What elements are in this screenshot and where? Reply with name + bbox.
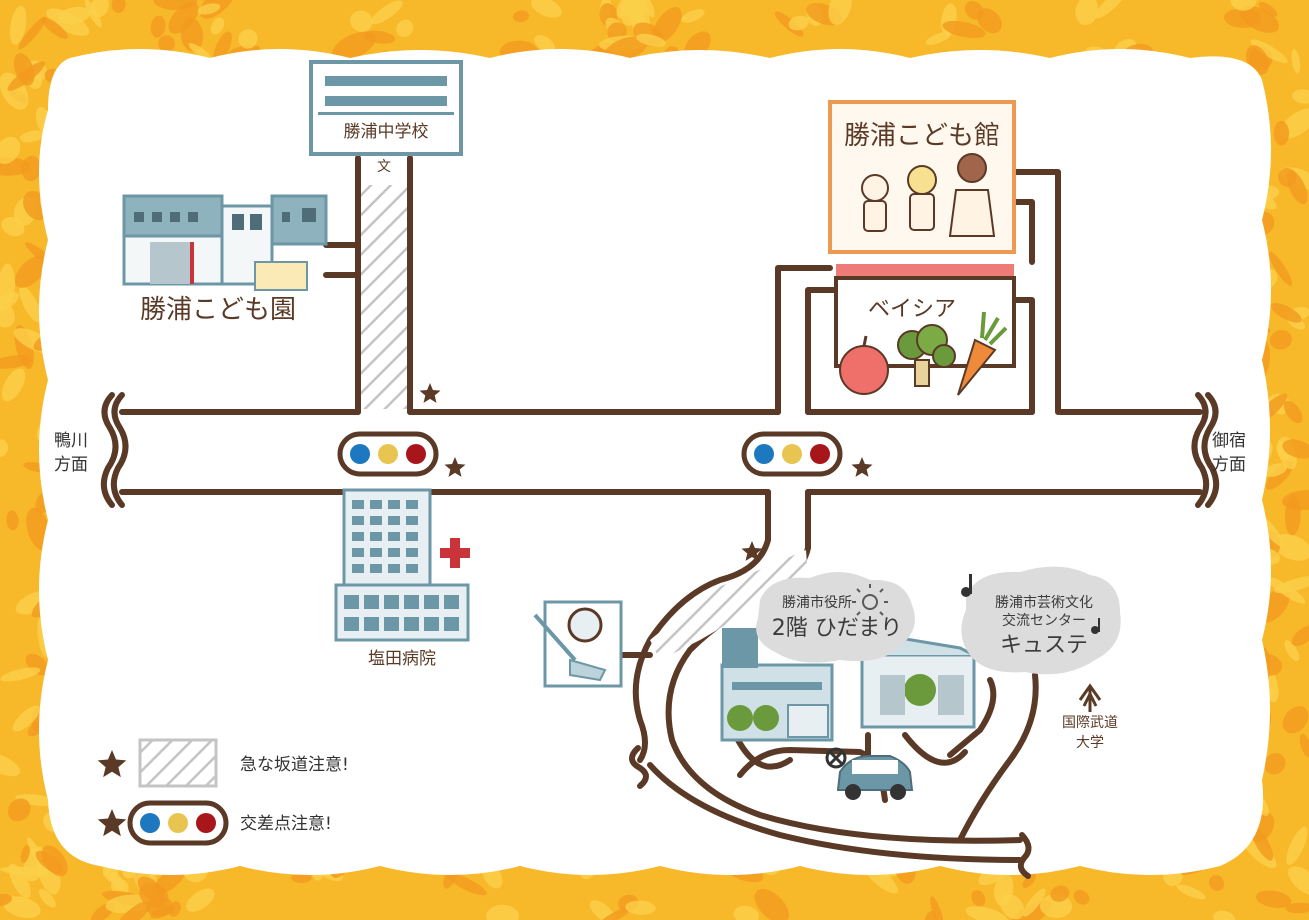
- hospital-building: [334, 488, 470, 642]
- police-car-icon: [836, 755, 914, 800]
- star-icon: [419, 383, 441, 403]
- road-end-south-west: [629, 745, 649, 789]
- arts-road: [947, 672, 1039, 843]
- junior-high-building: [309, 60, 463, 156]
- road-end-east-2: [1201, 392, 1220, 508]
- road-end-west-2: [100, 392, 119, 508]
- arts-center-label-line1: 勝浦市芸術文化: [995, 595, 1093, 611]
- city-hall-bubble: [756, 571, 915, 663]
- city-hall-label-line1: 勝浦市役所: [782, 595, 852, 611]
- kindergarten-branch: [323, 242, 361, 278]
- traffic-signals: [127, 431, 843, 846]
- slope-area-south-road: [650, 550, 808, 660]
- carrot-icon: [957, 311, 1008, 396]
- hospital-cross-icon: [440, 538, 470, 568]
- university-icon: [1078, 683, 1102, 712]
- kodomo-kan-label: 勝浦こども館: [843, 121, 1000, 151]
- road-end-east: [1191, 392, 1210, 508]
- legend-star-icon: [97, 750, 127, 778]
- arts-center-building: [860, 636, 976, 729]
- kendo-icon: [533, 600, 623, 688]
- legend-slope-swatch: [138, 738, 218, 788]
- police-box-icon: [825, 747, 847, 769]
- legend-slope-text: 急な坂道注意!: [240, 755, 349, 775]
- direction-east-line2: 方面: [1212, 455, 1246, 475]
- kindergarten-label: 勝浦こども園: [140, 295, 297, 325]
- slope-area-school-road: [361, 185, 407, 409]
- hospital-label: 塩田病院: [368, 649, 436, 669]
- road-end-south-east: [1017, 832, 1032, 879]
- legend-intersection-text: 交差点注意!: [240, 814, 332, 834]
- arts-center-label-line2: 交流センター: [1002, 613, 1086, 629]
- broccoli-icon: [897, 324, 956, 387]
- music-note-icon: [961, 574, 1100, 634]
- star-icon: [444, 457, 466, 477]
- legend-signal-icon: [127, 800, 229, 846]
- star-icon: [741, 541, 763, 561]
- traffic-signal-icon: [337, 431, 439, 477]
- supermarket-label: ベイシア: [868, 297, 957, 322]
- arts-center-label-line3: キュステ: [999, 633, 1088, 658]
- direction-west-line2: 方面: [54, 455, 88, 475]
- kodomo-kan-building: [828, 100, 1016, 254]
- school-road: [355, 155, 413, 415]
- beisia-building: [834, 264, 1016, 396]
- kodomo-kan-loop: [1012, 169, 1061, 415]
- university-label-line2: 大学: [1076, 735, 1104, 751]
- sun-icon: [852, 584, 888, 620]
- legend-star-icon: [97, 809, 127, 837]
- star-icon: [851, 457, 873, 477]
- school-symbol-icon: 文: [377, 159, 391, 175]
- arts-center-bubble: [961, 566, 1121, 675]
- beisia-road: [775, 265, 838, 415]
- road-end-west: [110, 392, 129, 508]
- direction-east-line1: 御宿: [1212, 431, 1246, 451]
- children-icon: [861, 153, 996, 237]
- city-hall-label-line2: 2階 ひだまり: [771, 616, 903, 641]
- junior-high-label: 勝浦中学校: [343, 122, 429, 142]
- direction-west-line1: 鴨川: [54, 431, 88, 451]
- university-label-line1: 国際武道: [1062, 715, 1118, 731]
- city-hall-building: [720, 628, 834, 742]
- kindergarten-building: [122, 194, 328, 291]
- traffic-signal-icon: [741, 431, 843, 477]
- apple-icon: [839, 335, 889, 395]
- south-road-inner: [647, 762, 1023, 863]
- caution-stars: [97, 383, 873, 837]
